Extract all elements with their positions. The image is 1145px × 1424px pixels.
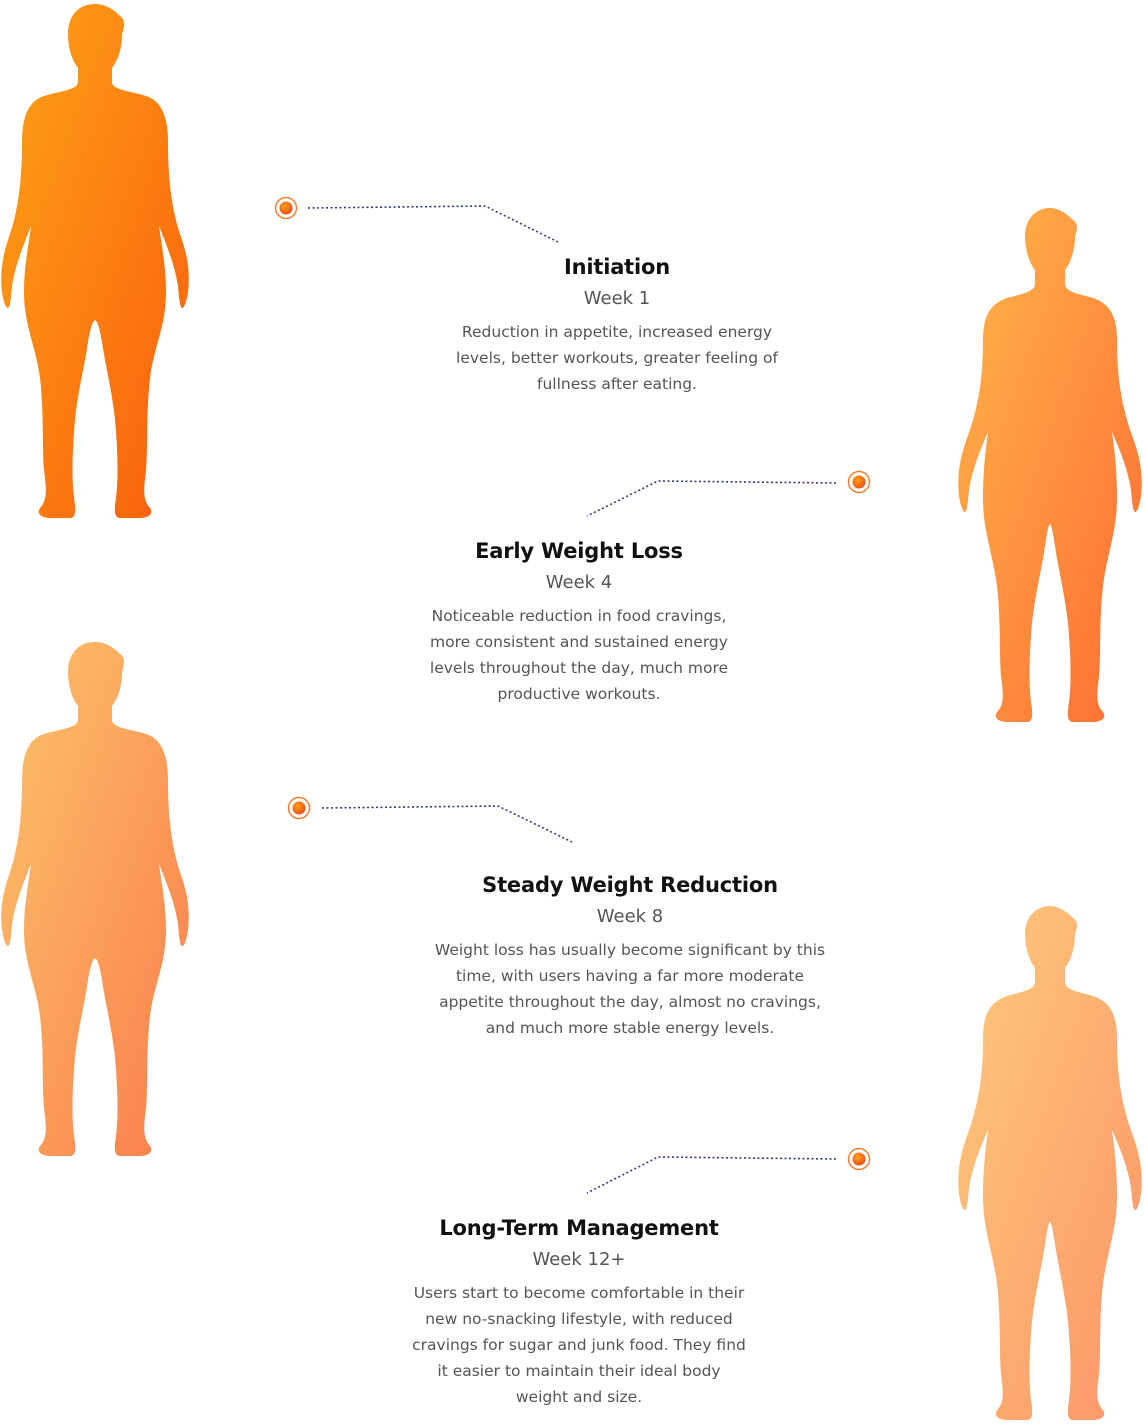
stage-title: Initiation	[564, 255, 670, 279]
stage-title: Early Weight Loss	[475, 539, 683, 563]
stage-early-weight-loss: Early Weight Loss Week 4 Noticeable redu…	[419, 537, 739, 707]
stage-week: Week 1	[583, 288, 651, 309]
connector-line-3	[321, 805, 573, 843]
stage-week: Week 12+	[532, 1249, 626, 1270]
stage-week: Week 4	[545, 572, 613, 593]
marker-dot-1	[274, 196, 298, 220]
marker-dot-3	[287, 796, 311, 820]
marker-dot-2	[847, 470, 871, 494]
stage-week: Week 8	[596, 906, 664, 927]
stage-initiation: Initiation Week 1 Reduction in appetite,…	[447, 253, 787, 397]
connector-line-4	[586, 1156, 837, 1194]
stage-description: Reduction in appetite, increased energy …	[456, 323, 778, 393]
connector-line-1	[307, 205, 559, 243]
marker-dot-4	[847, 1147, 871, 1171]
stage-long-term-management: Long-Term Management Week 12+ Users star…	[409, 1214, 749, 1410]
stage-steady-weight-reduction: Steady Weight Reduction Week 8 Weight lo…	[430, 871, 830, 1041]
stage-description: Noticeable reduction in food cravings, m…	[429, 607, 729, 703]
stage-description: Weight loss has usually become significa…	[434, 941, 826, 1037]
stage-title: Long-Term Management	[439, 1216, 719, 1240]
connector-line-2	[586, 480, 837, 517]
stage-title: Steady Weight Reduction	[482, 873, 778, 897]
stage-description: Users start to become comfortable in the…	[412, 1284, 746, 1406]
